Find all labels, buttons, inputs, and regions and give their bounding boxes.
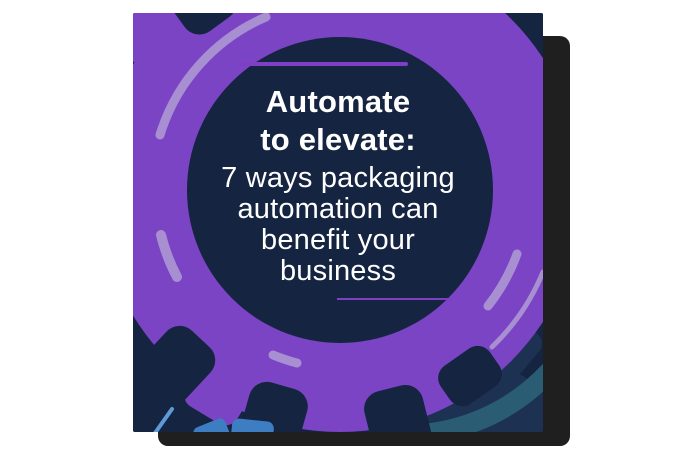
gear-center-hole (187, 37, 493, 343)
poster-heading: Automate to elevate: (133, 83, 543, 159)
gear-artwork (133, 13, 543, 432)
subtitle-line-4: business (279, 255, 397, 287)
subtitle-line-1: 7 ways packaging (221, 162, 455, 194)
teal-ring-arc (388, 363, 543, 432)
heading-line-2: to elevate: (260, 122, 416, 157)
poster-subtitle: 7 ways packaging automation can benefit … (133, 163, 543, 287)
heading-line-1: Automate (265, 84, 411, 119)
bottom-divider-rule (337, 298, 452, 300)
cover-card: Automate to elevate: 7 ways packaging au… (133, 13, 543, 432)
highlight-arcs (155, 13, 543, 368)
subtitle-line-2: automation can (237, 193, 439, 225)
top-divider-rule (238, 62, 408, 66)
blue-gear-fragment-icon (153, 407, 274, 432)
subtitle-line-3: benefit your (261, 224, 415, 256)
text-layer: Automate to elevate: 7 ways packaging au… (133, 13, 543, 432)
